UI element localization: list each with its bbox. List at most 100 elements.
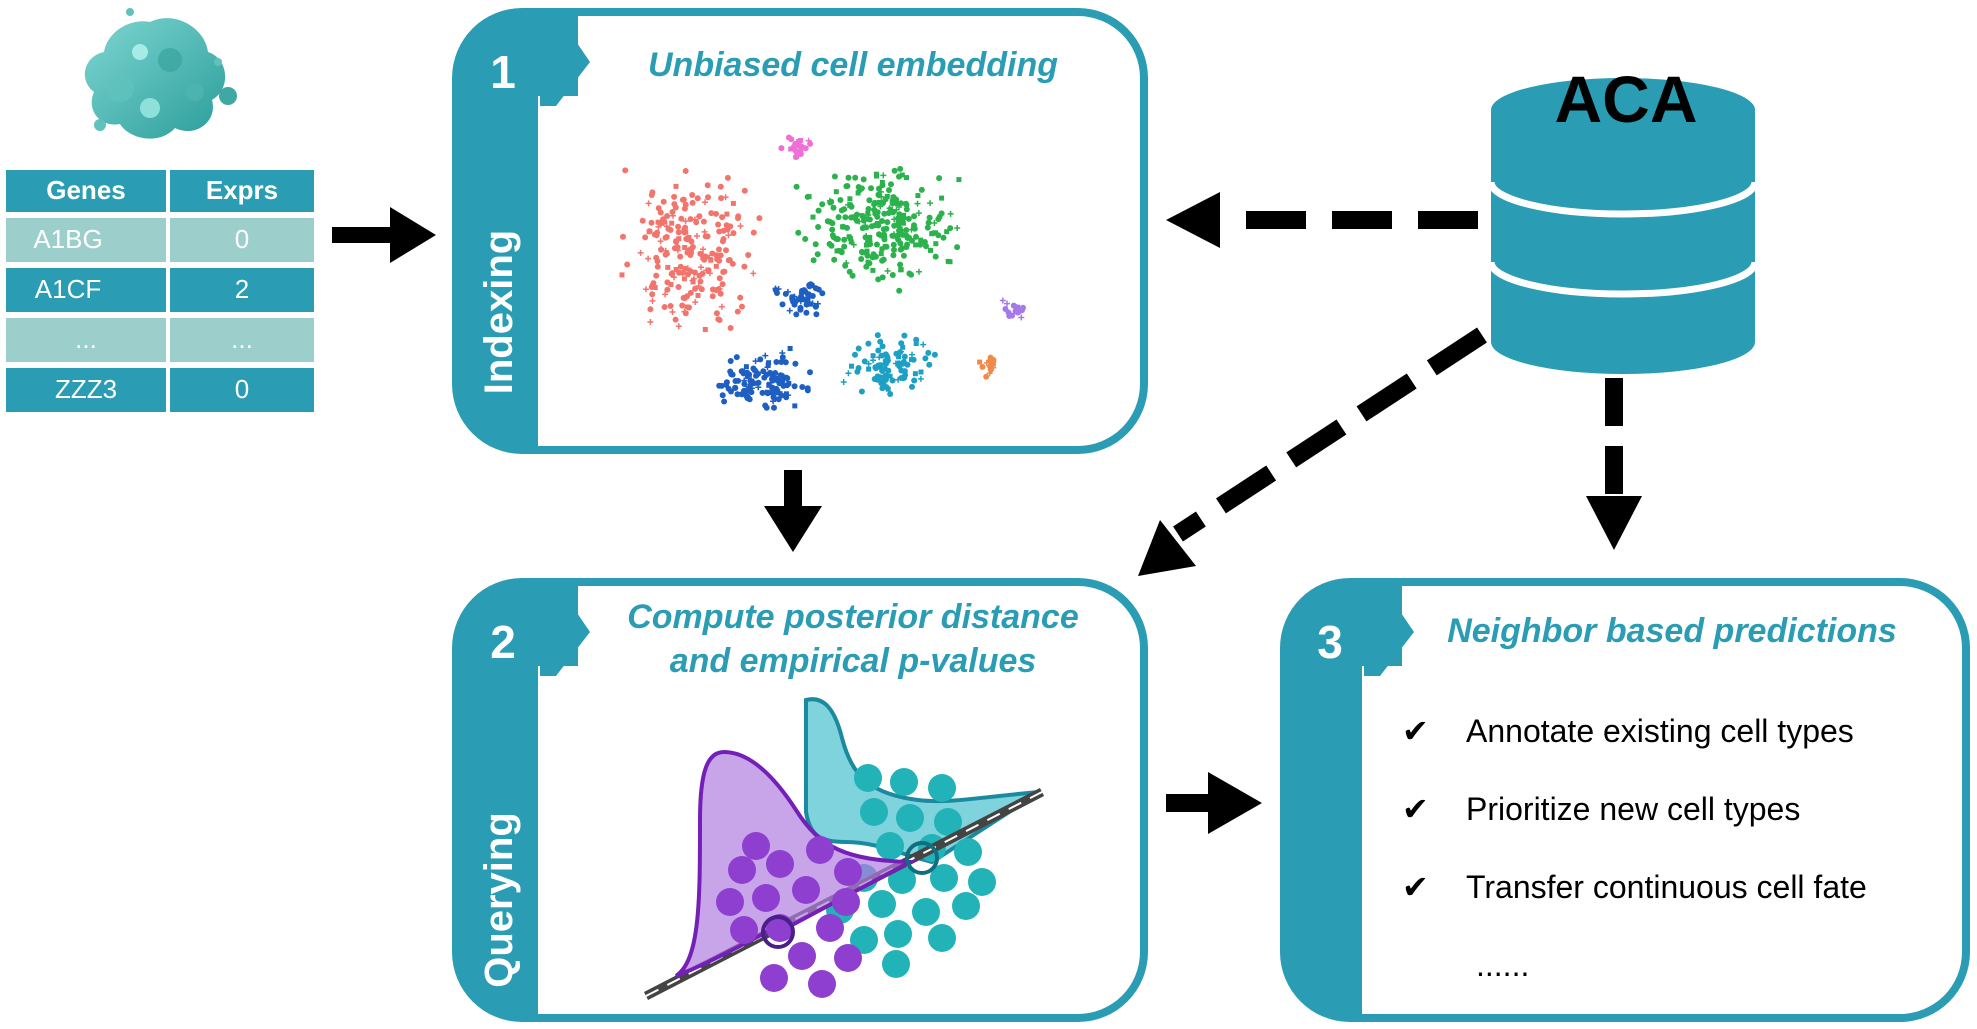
embedding-point bbox=[809, 300, 816, 307]
embedding-point bbox=[906, 234, 913, 241]
embedding-point bbox=[849, 272, 856, 279]
embedding-point bbox=[837, 197, 844, 203]
embedding-point bbox=[699, 270, 706, 277]
embedding-point bbox=[852, 351, 858, 358]
embedding-point bbox=[798, 138, 804, 143]
embedding-point bbox=[859, 225, 866, 232]
step2-querying-box: 2 Querying Compute posterior distance an… bbox=[452, 578, 1148, 1022]
embedding-point bbox=[784, 382, 791, 389]
embedding-point bbox=[844, 183, 851, 189]
embedding-point bbox=[789, 295, 795, 301]
embedding-point bbox=[883, 352, 890, 358]
embedding-point bbox=[866, 366, 872, 372]
embedding-point bbox=[877, 203, 884, 210]
embedding-point bbox=[900, 220, 906, 226]
embedding-point bbox=[802, 236, 809, 242]
embedding-point bbox=[875, 347, 882, 354]
embedding-point bbox=[826, 197, 833, 204]
embedding-point bbox=[888, 206, 894, 212]
embedding-point bbox=[926, 214, 933, 221]
embedding-point bbox=[954, 225, 961, 231]
embedding-point bbox=[727, 358, 734, 364]
embedding-point bbox=[663, 250, 670, 257]
table-cell bbox=[6, 218, 166, 262]
embedding-point bbox=[667, 303, 674, 309]
embedding-point bbox=[764, 389, 770, 395]
embedding-point bbox=[849, 363, 854, 369]
embedding-point bbox=[718, 382, 725, 389]
embedding-point bbox=[648, 219, 655, 226]
embedding-point bbox=[679, 269, 686, 276]
embedding-point bbox=[708, 210, 715, 217]
embedding-point bbox=[1018, 314, 1025, 321]
embedding-point bbox=[732, 384, 739, 391]
embedding-point bbox=[870, 267, 876, 273]
embedding-point bbox=[713, 287, 720, 294]
embedding-point bbox=[657, 209, 664, 216]
embedding-point bbox=[703, 254, 709, 260]
embedding-point bbox=[727, 325, 734, 331]
embedding-point bbox=[882, 243, 889, 250]
embedding-point bbox=[718, 303, 725, 310]
table-header-cell bbox=[170, 170, 314, 212]
embedding-point bbox=[698, 264, 704, 271]
embedding-point bbox=[743, 364, 749, 370]
embedding-point bbox=[815, 207, 822, 214]
embedding-point bbox=[689, 192, 696, 198]
dashed-arrow-db-to-querying bbox=[1138, 327, 1487, 576]
embedding-point bbox=[709, 250, 716, 257]
table-header-cell bbox=[6, 170, 166, 212]
embedding-point bbox=[879, 218, 885, 224]
embedding-point bbox=[709, 293, 716, 300]
embedding-point bbox=[876, 192, 882, 199]
step3-number: 3 bbox=[1317, 616, 1343, 668]
embedding-point bbox=[840, 379, 847, 385]
embedding-point bbox=[651, 231, 658, 238]
embedding-point bbox=[648, 192, 655, 198]
embedding-point bbox=[898, 340, 905, 347]
embedding-point bbox=[890, 194, 897, 201]
embedding-point bbox=[664, 286, 671, 293]
embedding-point bbox=[858, 185, 865, 192]
embedding-point bbox=[873, 241, 880, 248]
embedding-point bbox=[792, 143, 799, 149]
embedding-point bbox=[763, 371, 770, 378]
embedding-point bbox=[876, 354, 883, 361]
embedding-point bbox=[679, 302, 686, 309]
embedding-point bbox=[889, 272, 896, 278]
embedding-point bbox=[721, 398, 728, 405]
embedding-point bbox=[810, 214, 816, 220]
embedding-point bbox=[769, 372, 776, 379]
embedding-point bbox=[877, 338, 884, 345]
embedding-point bbox=[680, 196, 687, 203]
embedding-point bbox=[905, 215, 912, 222]
table-cell-value: 2 bbox=[235, 274, 249, 304]
embedding-point bbox=[669, 220, 675, 226]
embedding-point bbox=[788, 136, 795, 143]
embedding-point bbox=[677, 253, 684, 260]
embedding-point bbox=[620, 233, 626, 240]
embedding-point bbox=[810, 257, 817, 264]
embedding-point bbox=[913, 242, 919, 248]
embedding-point bbox=[915, 193, 921, 199]
embedding-point bbox=[819, 290, 826, 297]
embedding-point bbox=[802, 145, 809, 152]
embedding-point bbox=[675, 323, 682, 330]
embedding-point bbox=[918, 237, 924, 243]
embedding-point bbox=[927, 200, 934, 207]
embedding-point bbox=[837, 248, 844, 255]
embedding-point bbox=[883, 225, 890, 232]
embedding-point bbox=[653, 272, 660, 279]
embedding-point bbox=[805, 291, 812, 298]
embedding-point bbox=[867, 234, 873, 240]
embedding-point bbox=[776, 388, 783, 395]
embedding-point bbox=[798, 146, 804, 152]
embedding-point bbox=[830, 234, 837, 241]
embedding-point bbox=[944, 229, 950, 235]
embedding-point bbox=[947, 259, 953, 265]
embedding-point bbox=[675, 229, 682, 236]
embedding-point bbox=[804, 193, 811, 200]
embedding-point bbox=[735, 213, 742, 220]
embedding-point bbox=[694, 195, 701, 202]
embedding-point bbox=[793, 311, 800, 318]
